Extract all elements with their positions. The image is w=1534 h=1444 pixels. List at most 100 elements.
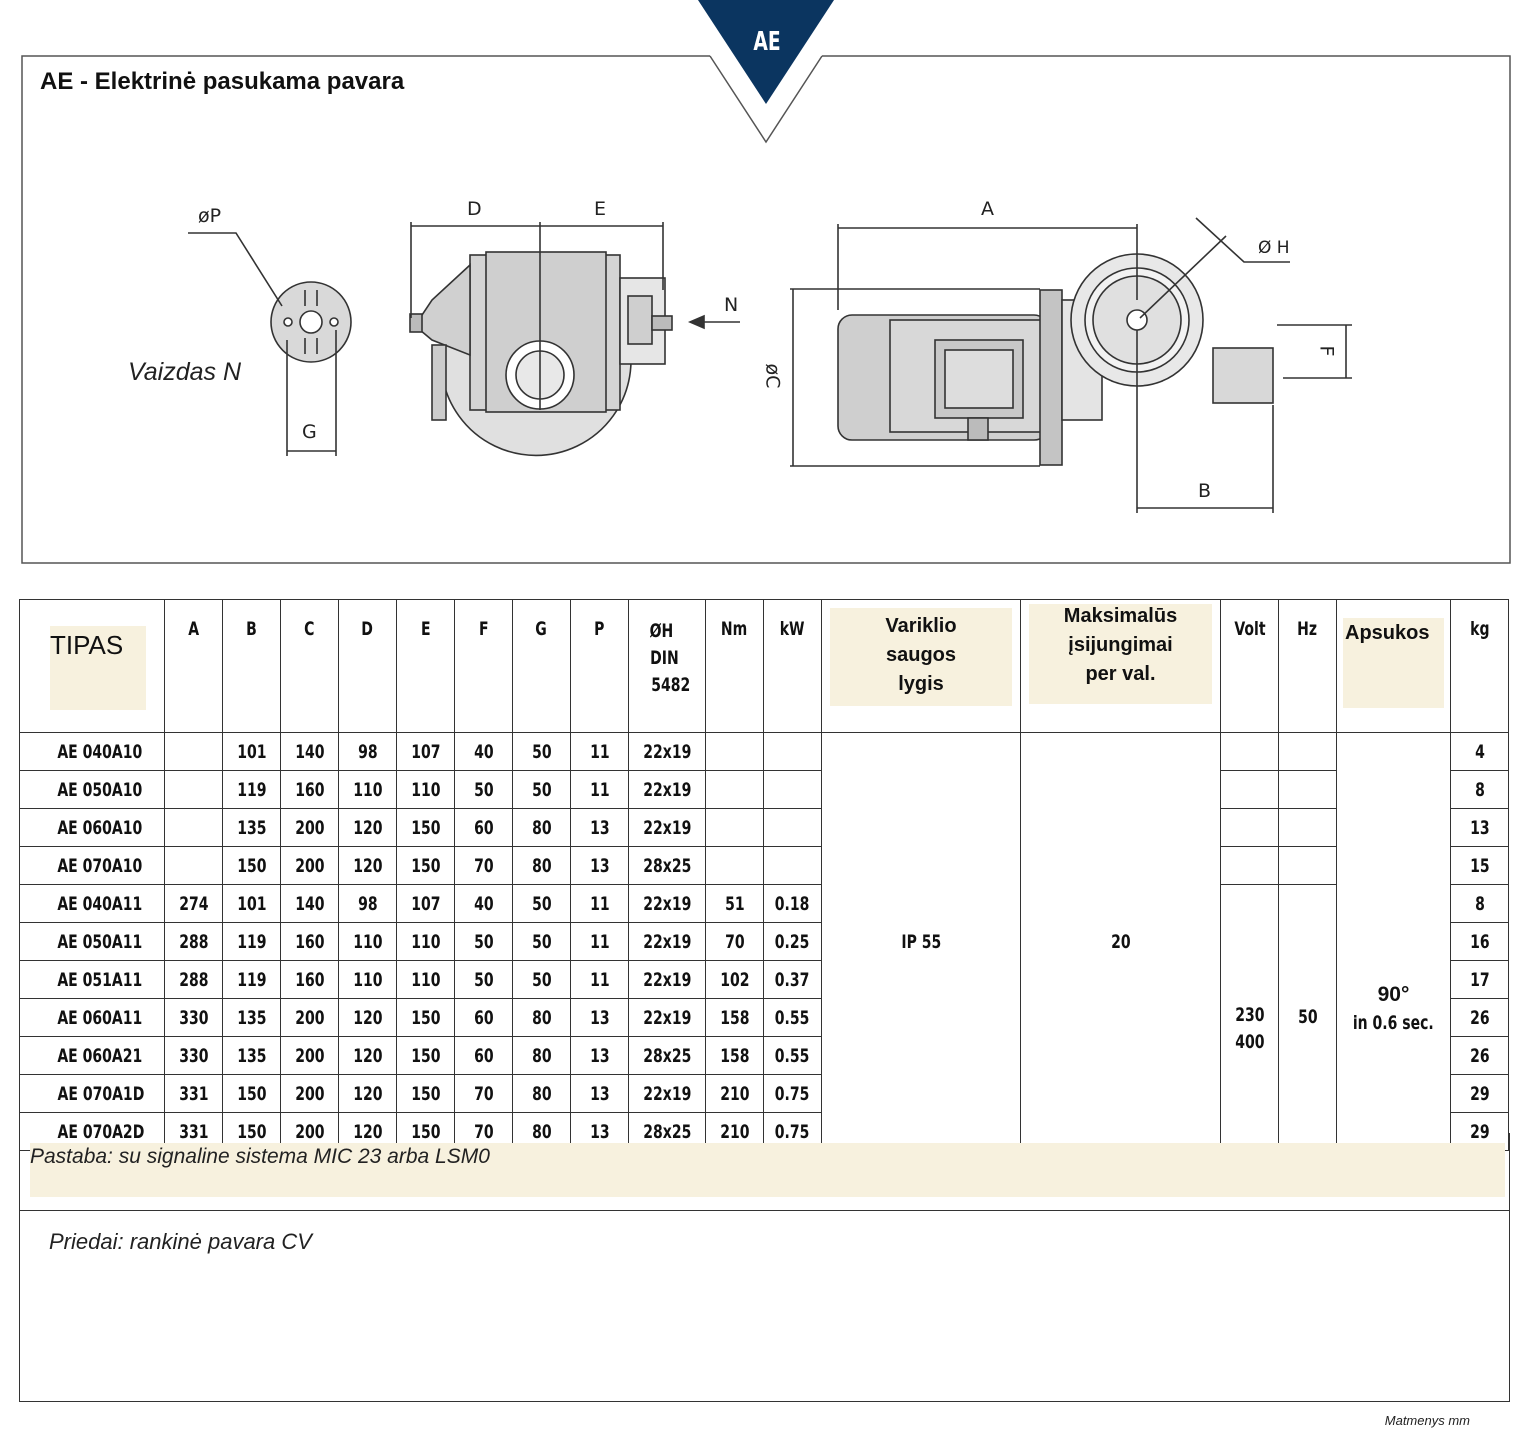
cell-volt-empty: [1220, 808, 1279, 847]
header-c: C: [280, 599, 339, 733]
cell-p: 11: [570, 770, 629, 809]
side-view-drawing: [409, 222, 740, 457]
cell-kg: 16: [1450, 922, 1509, 961]
cell-b: 150: [222, 846, 281, 885]
cell-a: 330: [164, 998, 223, 1037]
view-caption: Vaizdas N: [128, 358, 242, 386]
cell-volt-empty: [1220, 732, 1279, 771]
cell-apsukos-merged: 90°in 0.6 sec.: [1336, 732, 1451, 1151]
header-nm: Nm: [705, 599, 764, 733]
cell-a: 288: [164, 922, 223, 961]
cell-b: 119: [222, 960, 281, 999]
cell-p: 11: [570, 960, 629, 999]
cell-volt-empty: [1220, 846, 1279, 885]
cell-p: 13: [570, 808, 629, 847]
cell-f: 50: [454, 922, 513, 961]
cell-a: [164, 732, 223, 771]
cell-a: [164, 846, 223, 885]
cell-kg: 8: [1450, 884, 1509, 923]
cell-d: 110: [338, 770, 397, 809]
cell-b: 150: [222, 1074, 281, 1113]
section-badge: [698, 0, 834, 104]
cell-kg: 15: [1450, 846, 1509, 885]
cell-maksimalus-merged: 20: [1020, 732, 1221, 1151]
cell-p: 13: [570, 998, 629, 1037]
dim-label-b: B: [1198, 480, 1212, 502]
cell-a: 330: [164, 1036, 223, 1075]
cell-nm: 102: [705, 960, 764, 999]
cell-f: 50: [454, 960, 513, 999]
cell-b: 119: [222, 922, 281, 961]
cell-nm: 70: [705, 922, 764, 961]
header-b: B: [222, 599, 281, 733]
cell-f: 70: [454, 1074, 513, 1113]
cell-d: 98: [338, 884, 397, 923]
cell-g: 80: [512, 846, 571, 885]
cell-g: 80: [512, 1036, 571, 1075]
cell-kg: 29: [1450, 1074, 1509, 1113]
cell-oh: 22x19: [628, 922, 706, 961]
cell-tipas: AE 060A11: [19, 998, 165, 1037]
cell-c: 200: [280, 1036, 339, 1075]
cell-g: 80: [512, 998, 571, 1037]
cell-kg: 26: [1450, 1036, 1509, 1075]
dim-label-h: Ø H: [1258, 238, 1290, 258]
page-title: AE - Elektrinė pasukama pavara: [40, 68, 405, 95]
drawing-frame: [21, 55, 1511, 564]
header-volt: Volt: [1220, 599, 1279, 733]
cell-c: 140: [280, 732, 339, 771]
cell-d: 120: [338, 998, 397, 1037]
cell-kg: 17: [1450, 960, 1509, 999]
cell-g: 80: [512, 1074, 571, 1113]
cell-f: 60: [454, 998, 513, 1037]
cell-kw: [763, 770, 822, 809]
note-priedai-text: Priedai: rankinė pavara CV: [49, 1229, 312, 1254]
cell-c: 160: [280, 922, 339, 961]
cell-b: 135: [222, 808, 281, 847]
header-p: P: [570, 599, 629, 733]
cell-oh: 28x25: [628, 846, 706, 885]
cell-nm: [705, 732, 764, 771]
cell-d: 120: [338, 1036, 397, 1075]
cell-oh: 22x19: [628, 770, 706, 809]
cell-f: 40: [454, 884, 513, 923]
cell-oh: 22x19: [628, 732, 706, 771]
cell-tipas: AE 040A11: [19, 884, 165, 923]
header-g: G: [512, 599, 571, 733]
cell-f: 40: [454, 732, 513, 771]
cell-c: 160: [280, 770, 339, 809]
section-badge-label: AE: [753, 27, 781, 57]
cell-kg: 4: [1450, 732, 1509, 771]
cell-e: 150: [396, 808, 455, 847]
cell-g: 50: [512, 922, 571, 961]
cell-e: 110: [396, 770, 455, 809]
header-a: A: [164, 599, 223, 733]
cell-kw: [763, 808, 822, 847]
cell-kw: 0.25: [763, 922, 822, 961]
dim-label-n: N: [724, 294, 739, 316]
cell-c: 200: [280, 808, 339, 847]
cell-e: 107: [396, 884, 455, 923]
cell-e: 150: [396, 1036, 455, 1075]
cell-f: 70: [454, 846, 513, 885]
cell-p: 11: [570, 884, 629, 923]
cell-f: 50: [454, 770, 513, 809]
cell-kw: 0.55: [763, 998, 822, 1037]
cell-g: 50: [512, 960, 571, 999]
header-hz: Hz: [1278, 599, 1337, 733]
cell-b: 101: [222, 732, 281, 771]
cell-nm: 158: [705, 1036, 764, 1075]
header-f: F: [454, 599, 513, 733]
cell-hz-empty: [1278, 732, 1337, 771]
cell-nm: 210: [705, 1074, 764, 1113]
cell-variklio-merged: IP 55: [821, 732, 1021, 1151]
cell-tipas: AE 050A11: [19, 922, 165, 961]
cell-a: 331: [164, 1074, 223, 1113]
header-kg: kg: [1450, 599, 1509, 733]
cell-oh: 22x19: [628, 998, 706, 1037]
dim-label-p: øP: [198, 205, 222, 227]
